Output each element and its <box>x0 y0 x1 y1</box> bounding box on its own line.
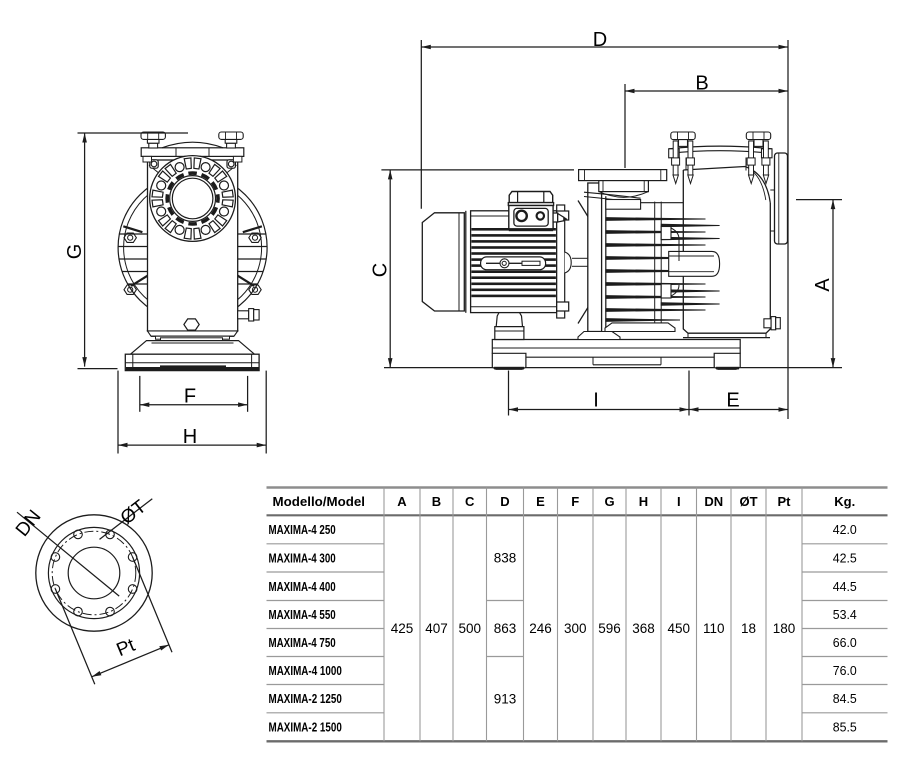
svg-text:18: 18 <box>741 621 756 636</box>
svg-text:I: I <box>677 494 681 509</box>
svg-text:84.5: 84.5 <box>833 691 857 706</box>
svg-text:596: 596 <box>598 621 621 636</box>
svg-text:76.0: 76.0 <box>833 663 857 678</box>
svg-text:42.5: 42.5 <box>833 550 857 565</box>
svg-text:B: B <box>432 494 441 509</box>
svg-text:E: E <box>726 390 739 412</box>
svg-text:44.5: 44.5 <box>833 579 857 594</box>
svg-text:D: D <box>593 29 607 51</box>
svg-text:DN: DN <box>704 494 723 509</box>
svg-text:407: 407 <box>425 621 448 636</box>
svg-text:F: F <box>184 385 196 407</box>
svg-text:Pt: Pt <box>114 635 139 662</box>
svg-text:180: 180 <box>773 621 796 636</box>
svg-text:H: H <box>183 426 197 448</box>
svg-text:66.0: 66.0 <box>833 635 857 650</box>
svg-text:913: 913 <box>494 691 517 706</box>
svg-text:G: G <box>64 244 86 260</box>
svg-text:425: 425 <box>391 621 414 636</box>
svg-text:ØT: ØT <box>117 496 151 529</box>
svg-text:500: 500 <box>458 621 481 636</box>
svg-text:42.0: 42.0 <box>833 522 857 537</box>
svg-text:53.4: 53.4 <box>833 607 857 622</box>
svg-text:D: D <box>500 494 509 509</box>
svg-text:A: A <box>812 278 834 292</box>
svg-text:MAXIMA-4 300: MAXIMA-4 300 <box>269 550 336 565</box>
svg-text:Modello/Model: Modello/Model <box>273 494 366 509</box>
svg-text:110: 110 <box>703 621 725 636</box>
svg-text:368: 368 <box>632 621 655 636</box>
svg-text:MAXIMA-2 1250: MAXIMA-2 1250 <box>269 691 342 706</box>
svg-text:G: G <box>604 494 614 509</box>
svg-text:Pt: Pt <box>778 494 792 509</box>
svg-text:E: E <box>536 494 545 509</box>
svg-text:246: 246 <box>529 621 552 636</box>
svg-text:Kg.: Kg. <box>834 494 855 509</box>
svg-text:DN: DN <box>12 506 46 541</box>
svg-text:MAXIMA-4 250: MAXIMA-4 250 <box>269 522 336 537</box>
svg-text:MAXIMA-4 1000: MAXIMA-4 1000 <box>269 663 342 678</box>
svg-text:838: 838 <box>494 550 517 565</box>
svg-text:MAXIMA-4 550: MAXIMA-4 550 <box>269 607 336 622</box>
svg-text:MAXIMA-4 400: MAXIMA-4 400 <box>269 579 336 594</box>
svg-text:85.5: 85.5 <box>833 720 857 735</box>
svg-text:450: 450 <box>667 621 690 636</box>
svg-text:I: I <box>593 390 599 412</box>
svg-text:MAXIMA-4 750: MAXIMA-4 750 <box>269 635 336 650</box>
svg-text:ØT: ØT <box>739 494 757 509</box>
svg-text:A: A <box>397 494 407 509</box>
svg-text:B: B <box>695 72 708 94</box>
svg-text:H: H <box>639 494 648 509</box>
svg-text:863: 863 <box>494 621 517 636</box>
svg-text:300: 300 <box>564 621 587 636</box>
svg-text:C: C <box>369 263 391 277</box>
svg-text:F: F <box>571 494 579 509</box>
svg-text:C: C <box>465 494 475 509</box>
svg-text:MAXIMA-2 1500: MAXIMA-2 1500 <box>269 720 342 735</box>
